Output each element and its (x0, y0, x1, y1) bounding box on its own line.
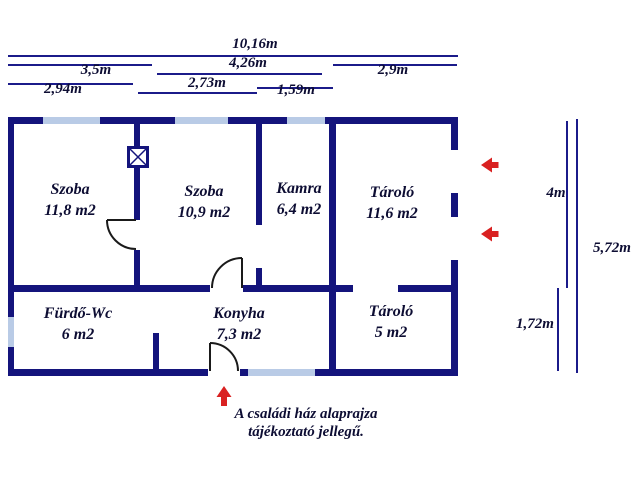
wall-middle-3 (398, 285, 451, 292)
wall-right-2 (451, 193, 458, 217)
walls (8, 117, 458, 376)
window-left (8, 317, 14, 347)
room-label-szoba-2: Szoba 10,9 m2 (178, 181, 230, 223)
dim-label-4-26: 4,26m (229, 55, 267, 71)
room-area: 6,4 m2 (276, 201, 322, 218)
wall-middle-1 (8, 285, 210, 292)
room-label-szoba-1: Szoba 11,8 m2 (44, 179, 96, 221)
wall-furdo-stub (153, 333, 159, 369)
room-name: Szoba (184, 183, 224, 200)
caption-line-1: A családi ház alaprajza (234, 406, 378, 422)
dimension-lines-right (557, 119, 578, 373)
windows (8, 117, 325, 376)
wall-top-1 (8, 117, 43, 124)
wall-kamra-divider-upper (256, 124, 262, 225)
wall-kamra-divider-lower (256, 268, 262, 285)
dim-label-3-5: 3,5m (80, 62, 112, 78)
door-arc-entrance (209, 342, 239, 372)
room-name: Fürdő-Wc (43, 305, 113, 322)
room-label-kamra: Kamra 6,4 m2 (276, 178, 321, 220)
window-top-2 (175, 117, 228, 124)
caption-line-2: tájékoztató jellegű. (248, 424, 364, 440)
wall-top-4 (325, 117, 458, 124)
room-label-tarolo-1: Tároló 11,6 m2 (366, 182, 418, 224)
room-name: Szoba (50, 181, 90, 198)
door-arc-konyha-inner (211, 257, 243, 289)
dim-label-1-72: 1,72m (516, 316, 554, 332)
dim-label-5-72: 5,72m (593, 240, 631, 256)
dim-label-2-9: 2,9m (377, 62, 409, 78)
wall-bottom-2 (240, 369, 248, 376)
wall-left-upper (8, 117, 14, 317)
room-area: 11,6 m2 (366, 205, 418, 222)
wall-szoba-divider-lower (134, 250, 140, 285)
wall-top-2 (100, 117, 175, 124)
room-name: Tároló (369, 184, 415, 201)
doors (106, 219, 243, 372)
room-label-furdo-wc: Fürdő-Wc 6 m2 (44, 303, 112, 345)
room-label-konyha: Konyha 7,3 m2 (213, 303, 265, 345)
wall-right-3 (451, 260, 458, 376)
wall-top-3 (228, 117, 287, 124)
window-top-3 (287, 117, 325, 124)
dim-label-total: 10,16m (232, 36, 278, 52)
arrow-up-icon (216, 386, 232, 406)
caption: A családi ház alaprajza tájékoztató jell… (235, 405, 378, 441)
wall-szoba-divider-upper (134, 124, 140, 220)
arrow-left-icon (481, 226, 499, 242)
room-label-tarolo-2: Tároló 5 m2 (369, 301, 413, 343)
wall-tarolo-divider (329, 124, 336, 369)
window-top-1 (43, 117, 100, 124)
dim-label-2-73: 2,73m (188, 75, 226, 91)
wall-middle-2 (243, 285, 353, 292)
room-area: 7,3 m2 (216, 326, 262, 343)
dim-label-4m: 4m (546, 185, 566, 201)
room-area: 5 m2 (374, 324, 408, 341)
room-area: 6 m2 (61, 326, 95, 343)
door-arc-szoba1 (106, 219, 137, 250)
dim-label-2-94: 2,94m (44, 81, 82, 97)
room-area: 10,9 m2 (177, 204, 231, 221)
entrance-arrows (216, 157, 499, 406)
room-name: Kamra (276, 180, 322, 197)
wall-bottom-1 (8, 369, 208, 376)
dim-label-1-59: 1,59m (277, 82, 315, 98)
room-area: 11,8 m2 (44, 202, 96, 219)
dimension-lines-top (8, 55, 458, 94)
chimney-icon (127, 146, 149, 168)
room-name: Tároló (368, 303, 414, 320)
wall-left-lower (8, 347, 14, 376)
wall-right-1 (451, 124, 458, 150)
room-name: Konyha (213, 305, 265, 322)
arrow-left-icon (481, 157, 499, 173)
wall-bottom-3 (315, 369, 458, 376)
window-bottom (248, 369, 315, 376)
